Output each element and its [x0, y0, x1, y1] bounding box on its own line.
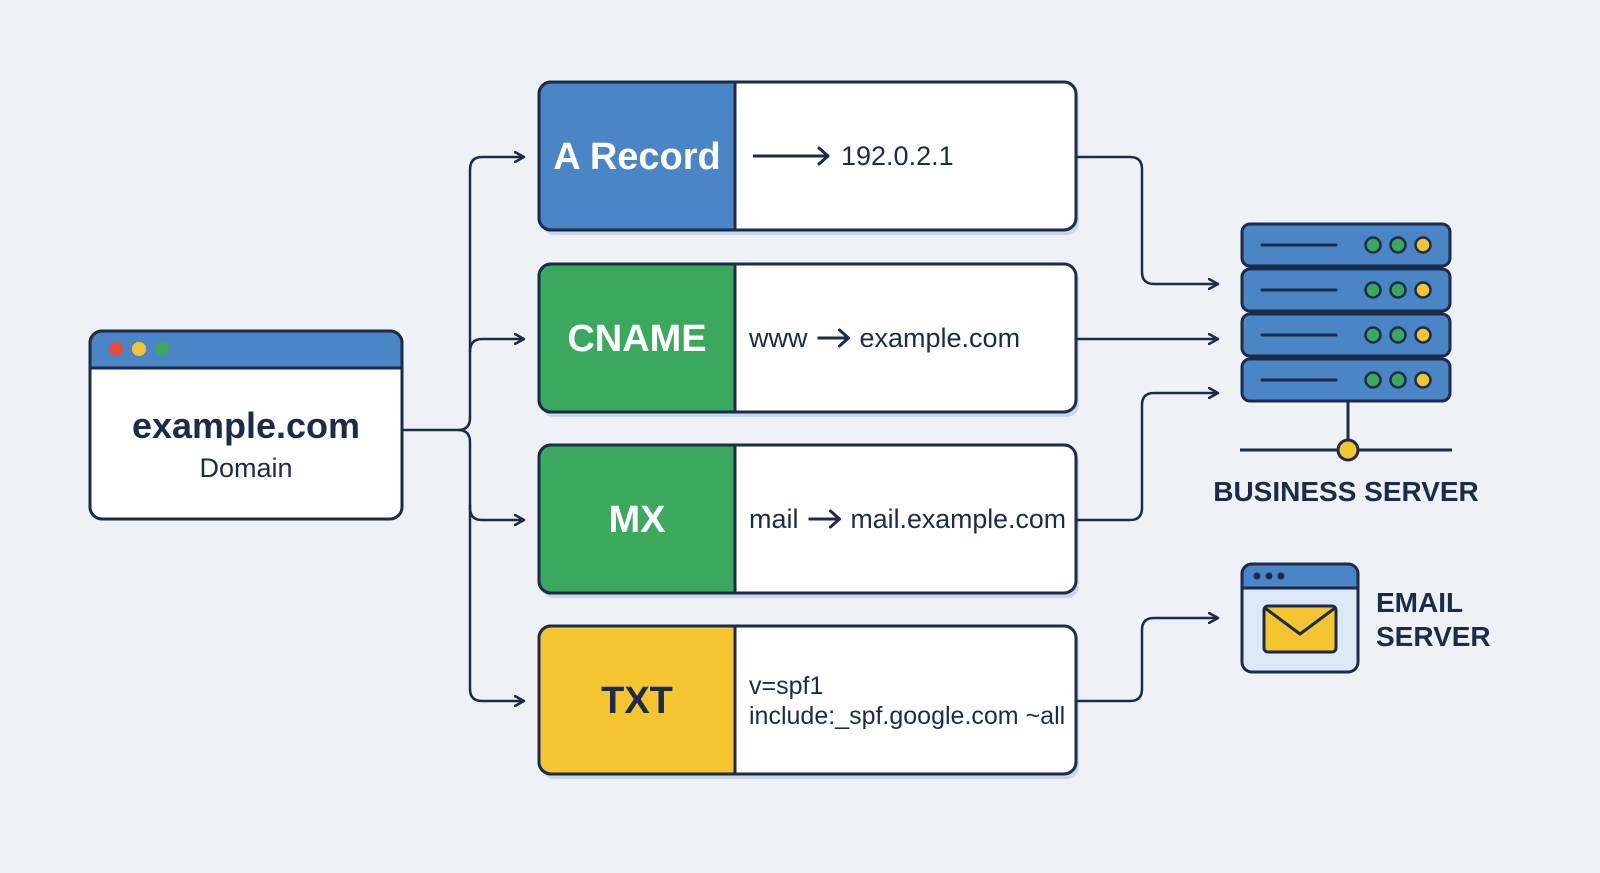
server-status-light: [1364, 281, 1382, 299]
server-rack-icon: [1240, 222, 1452, 268]
record-value: 192.0.2.1: [841, 141, 954, 171]
record-type-panel: [537, 80, 737, 232]
server-status-light: [1414, 236, 1432, 254]
connector-mx: [457, 428, 524, 520]
connector-cname: [468, 339, 524, 353]
window-dot-yellow: [132, 342, 146, 356]
server-unit: [1240, 312, 1452, 358]
record-row-cname: CNAME www example.com: [537, 262, 1079, 417]
server-rack-unit: [1240, 312, 1452, 358]
record-value-prefix: mail: [749, 504, 799, 534]
business-server-label: BUSINESS SERVER: [1213, 476, 1479, 507]
connector-mx-to-server: [1076, 393, 1218, 522]
email-server: EMAIL SERVER: [1240, 562, 1491, 674]
server-unit: [1240, 222, 1452, 268]
record-row-a-record: A Record 192.0.2.1: [537, 80, 1079, 235]
connector-txt: [468, 505, 524, 701]
server-status-light: [1389, 371, 1407, 389]
connector-txt-to-email: [1076, 618, 1218, 703]
record-row-mx: MX mail mail.example.com: [537, 443, 1079, 598]
record-type-label: A Record: [553, 136, 721, 178]
server-rack-unit: [1240, 357, 1452, 403]
server-connectors: [1076, 155, 1218, 703]
domain-connectors: [402, 157, 524, 701]
server-status-light: [1414, 371, 1432, 389]
email-server-label-line1: EMAIL: [1376, 587, 1463, 618]
window-dot-green: [155, 342, 169, 356]
record-type-label: TXT: [601, 680, 673, 722]
server-unit: [1240, 267, 1452, 313]
record-type-panel: [537, 624, 737, 776]
domain-window-titlebar: [88, 329, 404, 370]
record-value-line: v=spf1: [749, 672, 823, 700]
server-status-light: [1414, 281, 1432, 299]
server-status-light: [1389, 281, 1407, 299]
record-type-panel: [537, 262, 737, 414]
domain-name: example.com: [132, 405, 360, 446]
record-value: mail.example.com: [851, 504, 1066, 534]
connector-a-to-server: [1076, 155, 1218, 284]
record-value-line: include:_spf.google.com ~all: [749, 702, 1065, 730]
server-status-light: [1389, 236, 1407, 254]
record-type-label: CNAME: [567, 318, 706, 360]
server-status-light: [1414, 326, 1432, 344]
network-node: [1336, 438, 1360, 462]
server-status-light: [1364, 326, 1382, 344]
envelope-icon: [1262, 604, 1338, 654]
record-value: example.com: [860, 323, 1021, 353]
server-status-light: [1364, 236, 1382, 254]
record-type-panel: [537, 443, 737, 595]
server-status-light: [1364, 371, 1382, 389]
domain-window: example.com Domain: [88, 329, 404, 521]
server-rack-unit: [1240, 267, 1452, 313]
record-value-prefix: www: [748, 323, 808, 353]
server-unit: [1240, 357, 1452, 403]
server-status-light: [1389, 326, 1407, 344]
email-server-label-line2: SERVER: [1376, 621, 1491, 652]
record-type-label: MX: [609, 499, 667, 541]
connector-a-record: [402, 157, 524, 432]
window-dot-red: [109, 342, 123, 356]
business-server: BUSINESS SERVER: [1213, 222, 1479, 507]
domain-label: Domain: [199, 453, 292, 483]
